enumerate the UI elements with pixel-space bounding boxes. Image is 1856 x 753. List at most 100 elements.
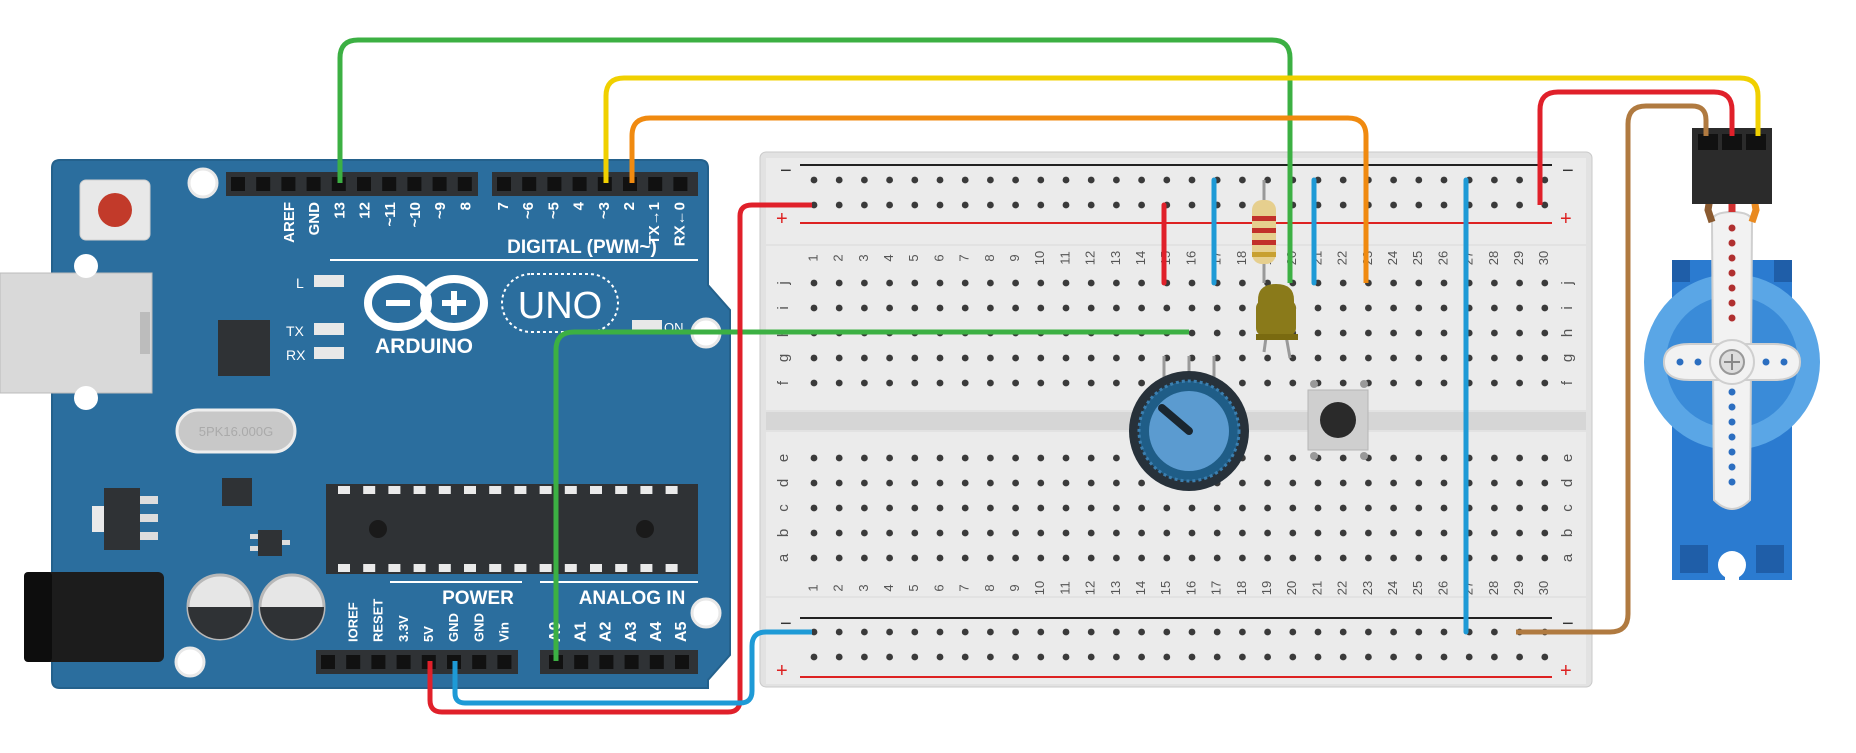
- header-socket[interactable]: [321, 655, 335, 669]
- breadboard-hole[interactable]: [1113, 504, 1120, 512]
- rail-hole[interactable]: [1163, 176, 1171, 184]
- breadboard-hole[interactable]: [1314, 554, 1322, 562]
- breadboard-hole[interactable]: [1491, 354, 1498, 362]
- breadboard-hole[interactable]: [1188, 504, 1196, 512]
- rail-hole[interactable]: [1239, 176, 1246, 184]
- rail-hole[interactable]: [810, 176, 818, 184]
- header-socket[interactable]: [673, 177, 688, 191]
- rail-hole[interactable]: [1138, 176, 1145, 184]
- rail-hole[interactable]: [961, 176, 969, 184]
- breadboard-hole[interactable]: [1062, 529, 1070, 537]
- rail-hole[interactable]: [1138, 653, 1145, 661]
- breadboard-hole[interactable]: [1062, 279, 1070, 287]
- breadboard-hole[interactable]: [1314, 529, 1322, 537]
- rail-hole[interactable]: [1012, 176, 1019, 184]
- breadboard-hole[interactable]: [810, 279, 818, 287]
- breadboard-holes[interactable]: [810, 176, 1549, 661]
- breadboard-hole[interactable]: [1138, 554, 1145, 562]
- breadboard-hole[interactable]: [1339, 479, 1347, 487]
- breadboard-hole[interactable]: [1239, 304, 1246, 312]
- breadboard-hole[interactable]: [835, 354, 843, 362]
- rail-hole[interactable]: [1415, 176, 1423, 184]
- breadboard-hole[interactable]: [1491, 554, 1498, 562]
- breadboard-hole[interactable]: [987, 454, 994, 462]
- breadboard-hole[interactable]: [936, 479, 944, 487]
- pushbutton[interactable]: [1307, 380, 1369, 460]
- rail-hole[interactable]: [1087, 176, 1095, 184]
- rail-hole[interactable]: [936, 176, 944, 184]
- breadboard-hole[interactable]: [961, 304, 969, 312]
- header-socket[interactable]: [497, 177, 511, 191]
- breadboard-hole[interactable]: [1163, 529, 1171, 537]
- breadboard-hole[interactable]: [1264, 529, 1271, 537]
- breadboard-hole[interactable]: [886, 279, 893, 287]
- breadboard-hole[interactable]: [1516, 479, 1523, 487]
- breadboard-hole[interactable]: [1440, 304, 1448, 312]
- rail-hole[interactable]: [1440, 628, 1448, 636]
- breadboard-hole[interactable]: [835, 304, 843, 312]
- rail-hole[interactable]: [1365, 628, 1372, 636]
- breadboard-hole[interactable]: [886, 354, 893, 362]
- breadboard-hole[interactable]: [1113, 379, 1120, 387]
- rail-hole[interactable]: [1239, 628, 1246, 636]
- breadboard-hole[interactable]: [1390, 479, 1397, 487]
- breadboard-hole[interactable]: [987, 354, 994, 362]
- rail-hole[interactable]: [1465, 653, 1473, 661]
- breadboard-hole[interactable]: [1541, 479, 1549, 487]
- breadboard-hole[interactable]: [835, 279, 843, 287]
- breadboard-hole[interactable]: [1289, 554, 1297, 562]
- breadboard-hole[interactable]: [1339, 454, 1347, 462]
- breadboard-hole[interactable]: [1516, 304, 1523, 312]
- rail-hole[interactable]: [1239, 201, 1246, 209]
- breadboard-hole[interactable]: [1339, 529, 1347, 537]
- rail-hole[interactable]: [1415, 653, 1423, 661]
- breadboard-hole[interactable]: [1365, 554, 1372, 562]
- rail-hole[interactable]: [1213, 628, 1221, 636]
- breadboard-hole[interactable]: [961, 454, 969, 462]
- breadboard-hole[interactable]: [987, 304, 994, 312]
- rail-hole[interactable]: [961, 628, 969, 636]
- breadboard-hole[interactable]: [1113, 529, 1120, 537]
- rail-hole[interactable]: [936, 201, 944, 209]
- breadboard-hole[interactable]: [1415, 379, 1423, 387]
- rail-hole[interactable]: [936, 653, 944, 661]
- breadboard-hole[interactable]: [861, 529, 868, 537]
- breadboard-hole[interactable]: [1138, 354, 1145, 362]
- rail-hole[interactable]: [1213, 653, 1221, 661]
- breadboard-hole[interactable]: [1289, 504, 1297, 512]
- rail-hole[interactable]: [1289, 628, 1297, 636]
- rail-hole[interactable]: [1012, 653, 1019, 661]
- breadboard-hole[interactable]: [1012, 504, 1019, 512]
- breadboard-hole[interactable]: [961, 504, 969, 512]
- breadboard-hole[interactable]: [1541, 304, 1549, 312]
- breadboard-hole[interactable]: [1138, 304, 1145, 312]
- breadboard-hole[interactable]: [810, 354, 818, 362]
- breadboard-hole[interactable]: [861, 379, 868, 387]
- breadboard-hole[interactable]: [1012, 454, 1019, 462]
- rail-hole[interactable]: [1188, 628, 1196, 636]
- breadboard-hole[interactable]: [1138, 529, 1145, 537]
- rail-hole[interactable]: [1516, 176, 1523, 184]
- breadboard-hole[interactable]: [1037, 529, 1045, 537]
- breadboard-hole[interactable]: [886, 529, 893, 537]
- breadboard-hole[interactable]: [1289, 529, 1297, 537]
- rail-hole[interactable]: [987, 201, 994, 209]
- breadboard-hole[interactable]: [911, 304, 919, 312]
- header-socket[interactable]: [306, 177, 321, 191]
- rail-hole[interactable]: [987, 176, 994, 184]
- rail-hole[interactable]: [1113, 201, 1120, 209]
- breadboard-hole[interactable]: [1163, 554, 1171, 562]
- wire-red-servo-power[interactable]: [1537, 89, 1735, 205]
- breadboard-hole[interactable]: [886, 479, 893, 487]
- breadboard-hole[interactable]: [1491, 329, 1498, 337]
- breadboard-hole[interactable]: [987, 379, 994, 387]
- breadboard-hole[interactable]: [1062, 304, 1070, 312]
- breadboard-hole[interactable]: [1213, 329, 1221, 337]
- breadboard-hole[interactable]: [835, 504, 843, 512]
- breadboard-hole[interactable]: [1541, 554, 1549, 562]
- breadboard-hole[interactable]: [1087, 479, 1095, 487]
- breadboard-hole[interactable]: [911, 454, 919, 462]
- breadboard-hole[interactable]: [1062, 504, 1070, 512]
- breadboard-hole[interactable]: [835, 379, 843, 387]
- breadboard-hole[interactable]: [1264, 379, 1271, 387]
